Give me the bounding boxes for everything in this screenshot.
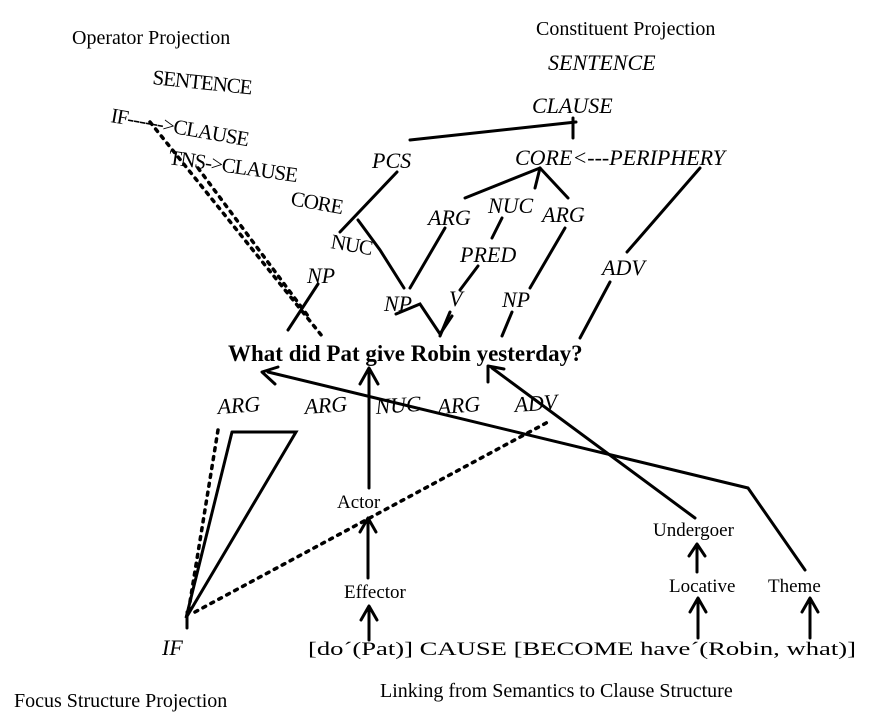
tree-line [538, 166, 570, 200]
focus-triangle [184, 430, 299, 619]
tree-line [356, 218, 406, 290]
constituent-pcs: PCS [371, 148, 411, 173]
focus-projection-title: Focus Structure Projection [14, 690, 227, 712]
operator-projection-title: Operator Projection [72, 27, 230, 49]
dotted-line [148, 120, 324, 338]
tree-line [533, 166, 542, 190]
tree-line [625, 166, 702, 254]
actor-label: Actor [337, 492, 381, 513]
arrow-head [359, 604, 379, 622]
tree-line [578, 280, 612, 340]
constituent-tree-lines [286, 116, 702, 340]
tree-line [500, 310, 514, 338]
constituent-np-3: NP [501, 287, 530, 312]
triangle-shape [184, 430, 299, 619]
constituent-projection-title: Constituent Projection [536, 18, 715, 40]
theme-link [266, 370, 807, 572]
constituent-pred: PRED [459, 242, 516, 267]
operator-core: CORE [289, 186, 345, 219]
focus-if: IF [161, 635, 183, 660]
constituent-v: V [449, 286, 465, 311]
tree-line [408, 226, 447, 290]
tree-line [408, 120, 578, 142]
constituent-core-periphery: CORE<---PERIPHERY [515, 145, 728, 170]
locative-label: Locative [669, 576, 735, 597]
focus-arg-1: ARG [215, 391, 262, 419]
arrow-head [800, 596, 820, 614]
dotted-line [196, 166, 310, 318]
theme-label: Theme [768, 576, 821, 597]
undergoer-link [490, 366, 697, 520]
arrow-head [687, 542, 707, 558]
tree-line [528, 226, 567, 290]
effector-label: Effector [344, 582, 407, 603]
linking-arrows [185, 364, 820, 642]
dotted-line [186, 428, 220, 616]
tree-line [490, 216, 504, 240]
arrow-head [486, 364, 506, 384]
dotted-line [193, 420, 550, 614]
constituent-adv: ADV [600, 255, 647, 280]
focus-nuc: NUC [374, 391, 422, 419]
constituent-nuc: NUC [487, 193, 534, 218]
operator-sentence: SENTENCE [151, 65, 252, 99]
arrow-head [260, 365, 280, 386]
linking-title: Linking from Semantics to Clause Structu… [380, 680, 733, 702]
arrow-head [358, 516, 378, 534]
focus-arg-2: ARG [302, 391, 349, 419]
constituent-sentence: SENTENCE [548, 50, 656, 75]
arrow-head [688, 596, 708, 614]
tree-line [394, 302, 454, 337]
constituent-arg-1: ARG [426, 205, 471, 230]
arrow-head [358, 366, 380, 386]
tree-line [463, 166, 542, 200]
tree-line [458, 264, 480, 292]
constituent-arg-2: ARG [540, 202, 585, 227]
operator-if-clause: IF------>CLAUSE [109, 103, 250, 151]
constituent-np-1: NP [306, 263, 335, 288]
operator-scope-lines [148, 120, 550, 616]
logical-structure: [do´(Pat)] CAUSE [BECOME have´(Robin, wh… [308, 639, 856, 660]
undergoer-label: Undergoer [653, 520, 735, 541]
example-sentence: What did Pat give Robin yesterday? [228, 341, 583, 366]
constituent-clause: CLAUSE [532, 93, 613, 118]
tree-line [338, 170, 399, 234]
